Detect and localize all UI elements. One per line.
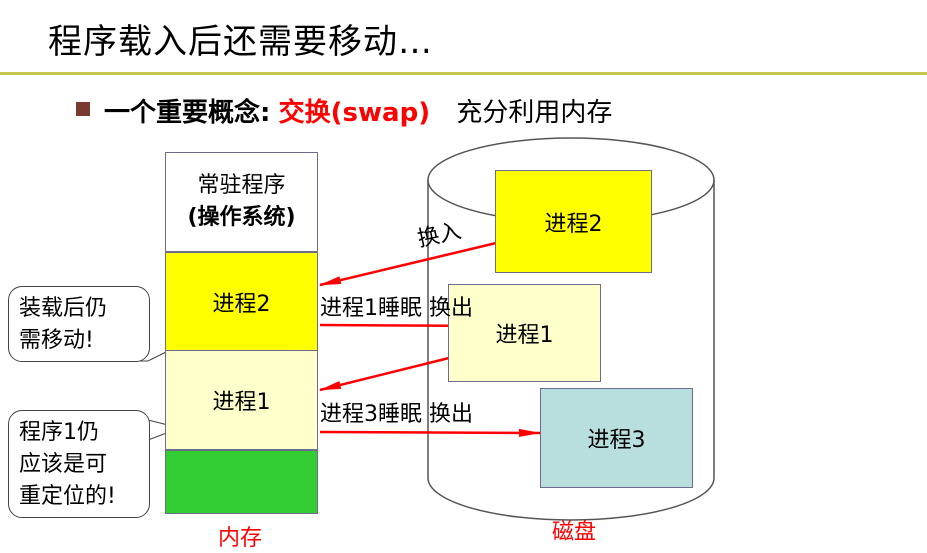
callout1-line1: 装载后仍 — [19, 296, 108, 321]
memory-label: 内存 — [218, 526, 263, 551]
disk-process2-block: 进程2 — [495, 170, 652, 273]
memory-resident-line1: 常驻程序 — [197, 173, 286, 198]
bullet-square-icon — [76, 102, 90, 116]
disk-process1-label: 进程1 — [495, 323, 554, 348]
memory-process2-label: 进程2 — [212, 292, 271, 317]
p1-sleep-swap-out-label: 进程1睡眠 换出 — [320, 296, 473, 321]
memory-process1-block: 进程1 — [165, 350, 318, 450]
swap-in-arrow — [319, 237, 514, 287]
callout-relocatable: 程序1仍 应该是可 重定位的! — [8, 410, 150, 518]
swap-out-p3-arrow — [319, 428, 541, 437]
bullet-prefix: 一个重要概念: — [104, 98, 271, 128]
swap-in-p1-arrow — [319, 356, 450, 392]
bullet-term: 交换(swap) — [278, 98, 431, 128]
callout2-line2: 应该是可 — [19, 452, 108, 477]
memory-resident-block: 常驻程序 (操作系统) — [165, 152, 318, 252]
disk-process3-block: 进程3 — [540, 388, 693, 488]
callout-move-after-load: 装载后仍 需移动! — [8, 286, 150, 362]
memory-free-block — [165, 450, 318, 514]
memory-resident-line2: (操作系统) — [187, 205, 296, 230]
callout2-line3: 重定位的! — [19, 484, 116, 509]
bullet-suffix: 充分利用内存 — [456, 98, 613, 128]
disk-process3-label: 进程3 — [587, 428, 646, 453]
bullet-line: 一个重要概念: 交换(swap) 充分利用内存 — [104, 92, 612, 129]
memory-process1-label: 进程1 — [212, 390, 271, 415]
title-divider — [0, 72, 927, 75]
memory-process2-block: 进程2 — [165, 252, 318, 352]
page-title: 程序载入后还需要移动… — [48, 22, 433, 62]
callout2-line1: 程序1仍 — [19, 420, 99, 445]
callout1-line2: 需移动! — [19, 328, 94, 353]
p3-sleep-swap-out-label: 进程3睡眠 换出 — [320, 402, 473, 427]
disk-process1-block: 进程1 — [448, 284, 601, 382]
disk-process2-label: 进程2 — [544, 211, 603, 237]
disk-label: 磁盘 — [552, 520, 597, 545]
